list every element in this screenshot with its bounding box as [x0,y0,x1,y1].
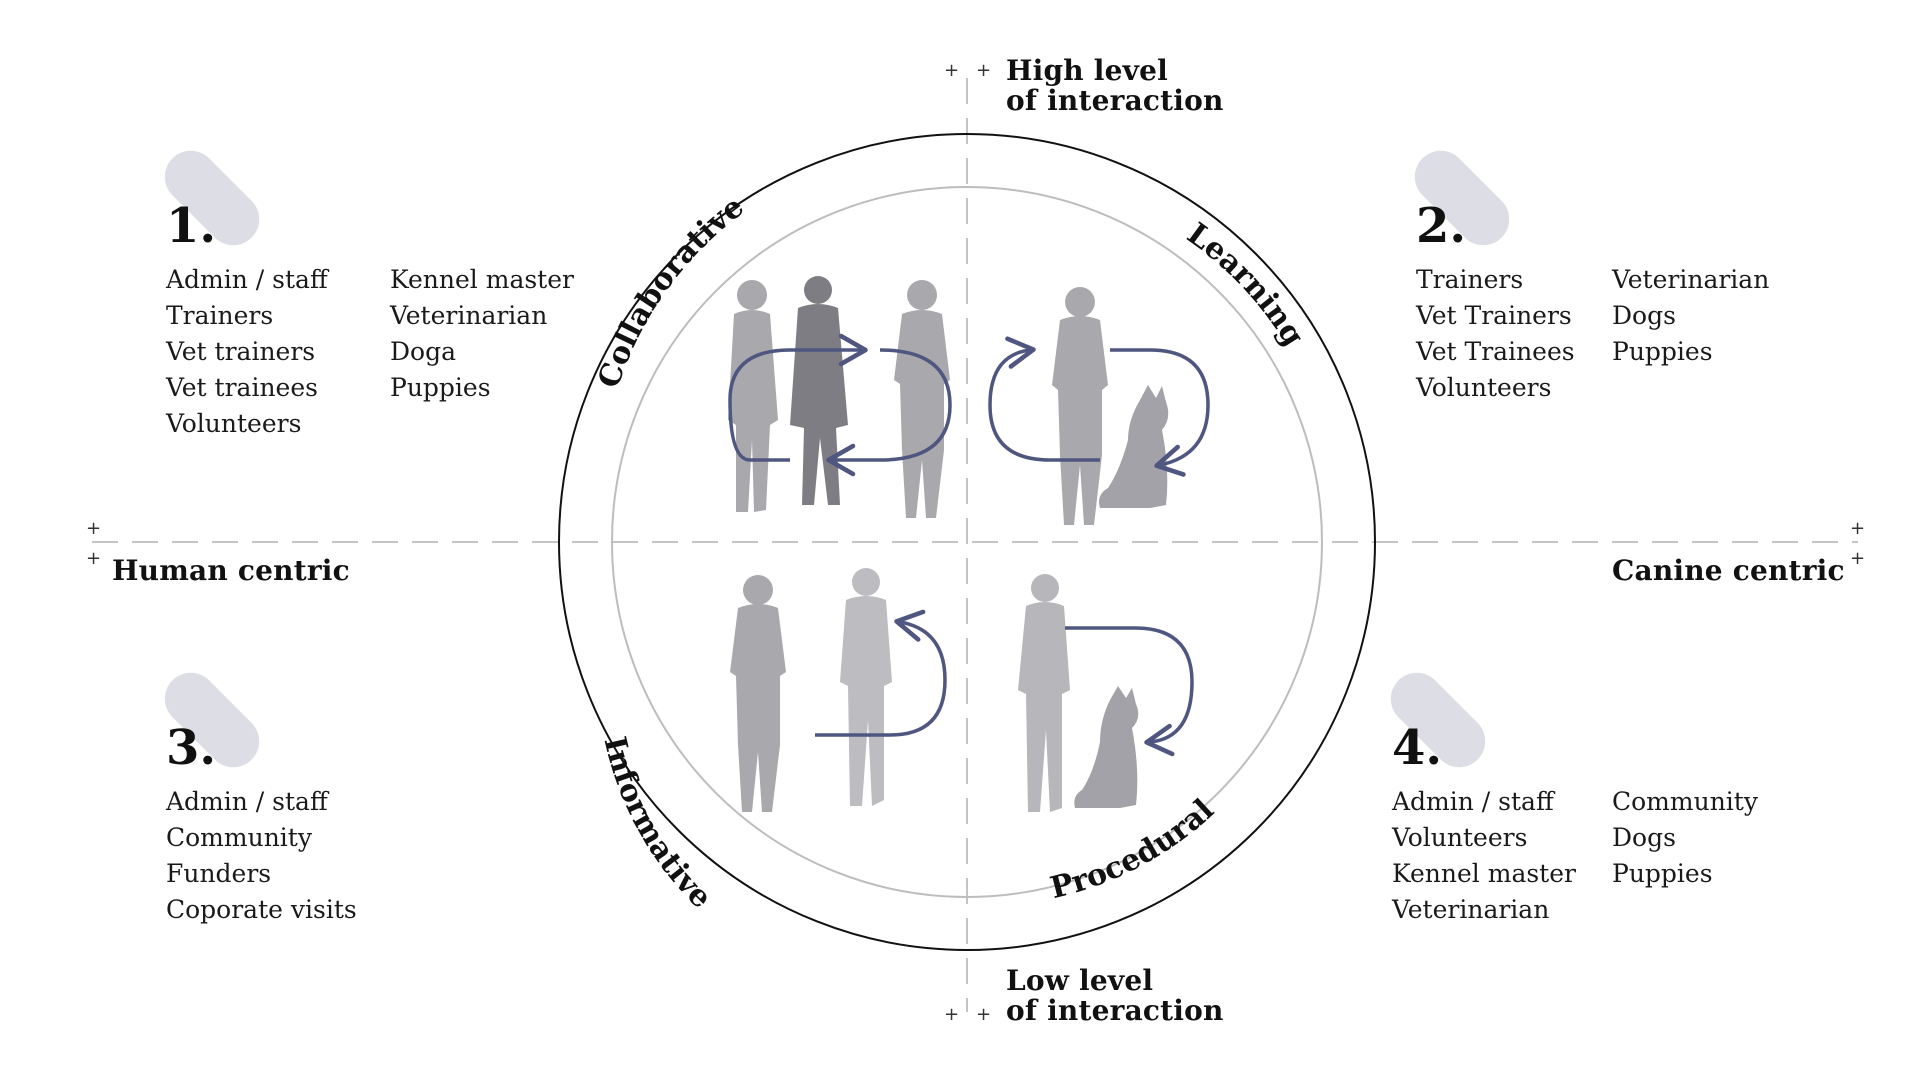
plus-mark: + [976,60,992,81]
procedural-figures [1018,574,1194,812]
list-item: Veterinarian [1612,265,1770,294]
axis-label-bottom-line-1: Low level [1006,964,1154,997]
list-item: Vet trainees [166,373,318,402]
group-number: 2. [1416,198,1467,254]
axis-label-top-line-1: High level [1006,54,1168,87]
list-item: Volunteers [166,409,302,438]
plus-mark: + [1850,548,1866,569]
group-number: 3. [166,720,217,776]
list-item: Vet Trainers [1416,301,1572,330]
list-item: Admin / staff [1392,787,1554,816]
flow-arrow [988,336,1100,462]
dog-figure [1099,385,1169,508]
list-item: Trainers [166,301,274,330]
list-item: Puppies [390,373,491,402]
plus-mark: + [976,1004,992,1025]
informative-figures [730,568,947,812]
person-figure [790,276,848,505]
list-item: Vet Trainees [1416,337,1575,366]
plus-mark: + [86,518,102,539]
dog-figure [1074,686,1139,808]
learning-figures [988,287,1210,525]
list-item: Vet trainers [166,337,316,366]
group-list-col1: Admin / staff Community Funders Coporate… [166,784,357,928]
list-item: Community [1612,787,1758,816]
flow-arrow [815,609,947,737]
quadrant-label-collaborative: Collaborative [591,189,750,392]
outer-circle [558,133,1376,951]
list-item: Volunteers [1416,373,1552,402]
axis-label-bottom-line-2: of interaction [1006,994,1224,1027]
plus-mark: + [1850,518,1866,539]
quadrant-label-learning: Learning [1180,216,1310,352]
list-item: Doga [390,337,457,366]
flow-arrow [1065,626,1194,757]
list-item: Puppies [1612,859,1713,888]
group-list-col2: Veterinarian Dogs Puppies [1612,262,1769,370]
group-list-col1: Trainers Vet Trainers Vet Trainees Volun… [1416,262,1575,406]
axis-label-top: High level of interaction [1006,56,1224,116]
plus-mark: + [86,548,102,569]
quadrant-label-procedural: Procedural [1047,793,1221,907]
person-figure [730,575,786,812]
list-item: Funders [166,859,272,888]
group-list-col1: Admin / staff Volunteers Kennel master V… [1392,784,1576,928]
axis-label-left: Human centric [112,554,350,587]
list-item: Community [166,823,312,852]
list-item: Coporate visits [166,895,357,924]
group-list-col1: Admin / staff Trainers Vet trainers Vet … [166,262,328,442]
group-number: 1. [166,198,217,254]
plus-mark: + [944,1004,960,1025]
plus-mark: + [944,60,960,81]
group-list-col2: Kennel master Veterinarian Doga Puppies [390,262,574,406]
list-item: Kennel master [390,265,574,294]
list-item: Admin / staff [166,787,328,816]
quadrant-label-informative: Informative [597,733,719,915]
person-figure [894,280,950,518]
list-item: Dogs [1612,823,1676,852]
list-item: Dogs [1612,301,1676,330]
flow-arrow [728,333,868,462]
list-item: Admin / staff [166,265,328,294]
person-figure [728,280,778,512]
list-item: Trainers [1416,265,1524,294]
axis-label-top-line-2: of interaction [1006,84,1224,117]
person-figure [1052,287,1108,525]
list-item: Kennel master [1392,859,1576,888]
list-item: Volunteers [1392,823,1528,852]
axis-label-bottom: Low level of interaction [1006,966,1224,1026]
collaborative-figures [728,276,952,518]
list-item: Puppies [1612,337,1713,366]
flow-arrow [1110,348,1210,477]
list-item: Veterinarian [390,301,548,330]
inner-circle [611,186,1323,898]
axis-label-right: Canine centric [1612,554,1845,587]
group-list-col2: Community Dogs Puppies [1612,784,1758,892]
person-figure [840,568,892,806]
flow-arrow [826,348,952,477]
group-number: 4. [1392,720,1443,776]
list-item: Veterinarian [1392,895,1550,924]
person-figure [1018,574,1070,812]
